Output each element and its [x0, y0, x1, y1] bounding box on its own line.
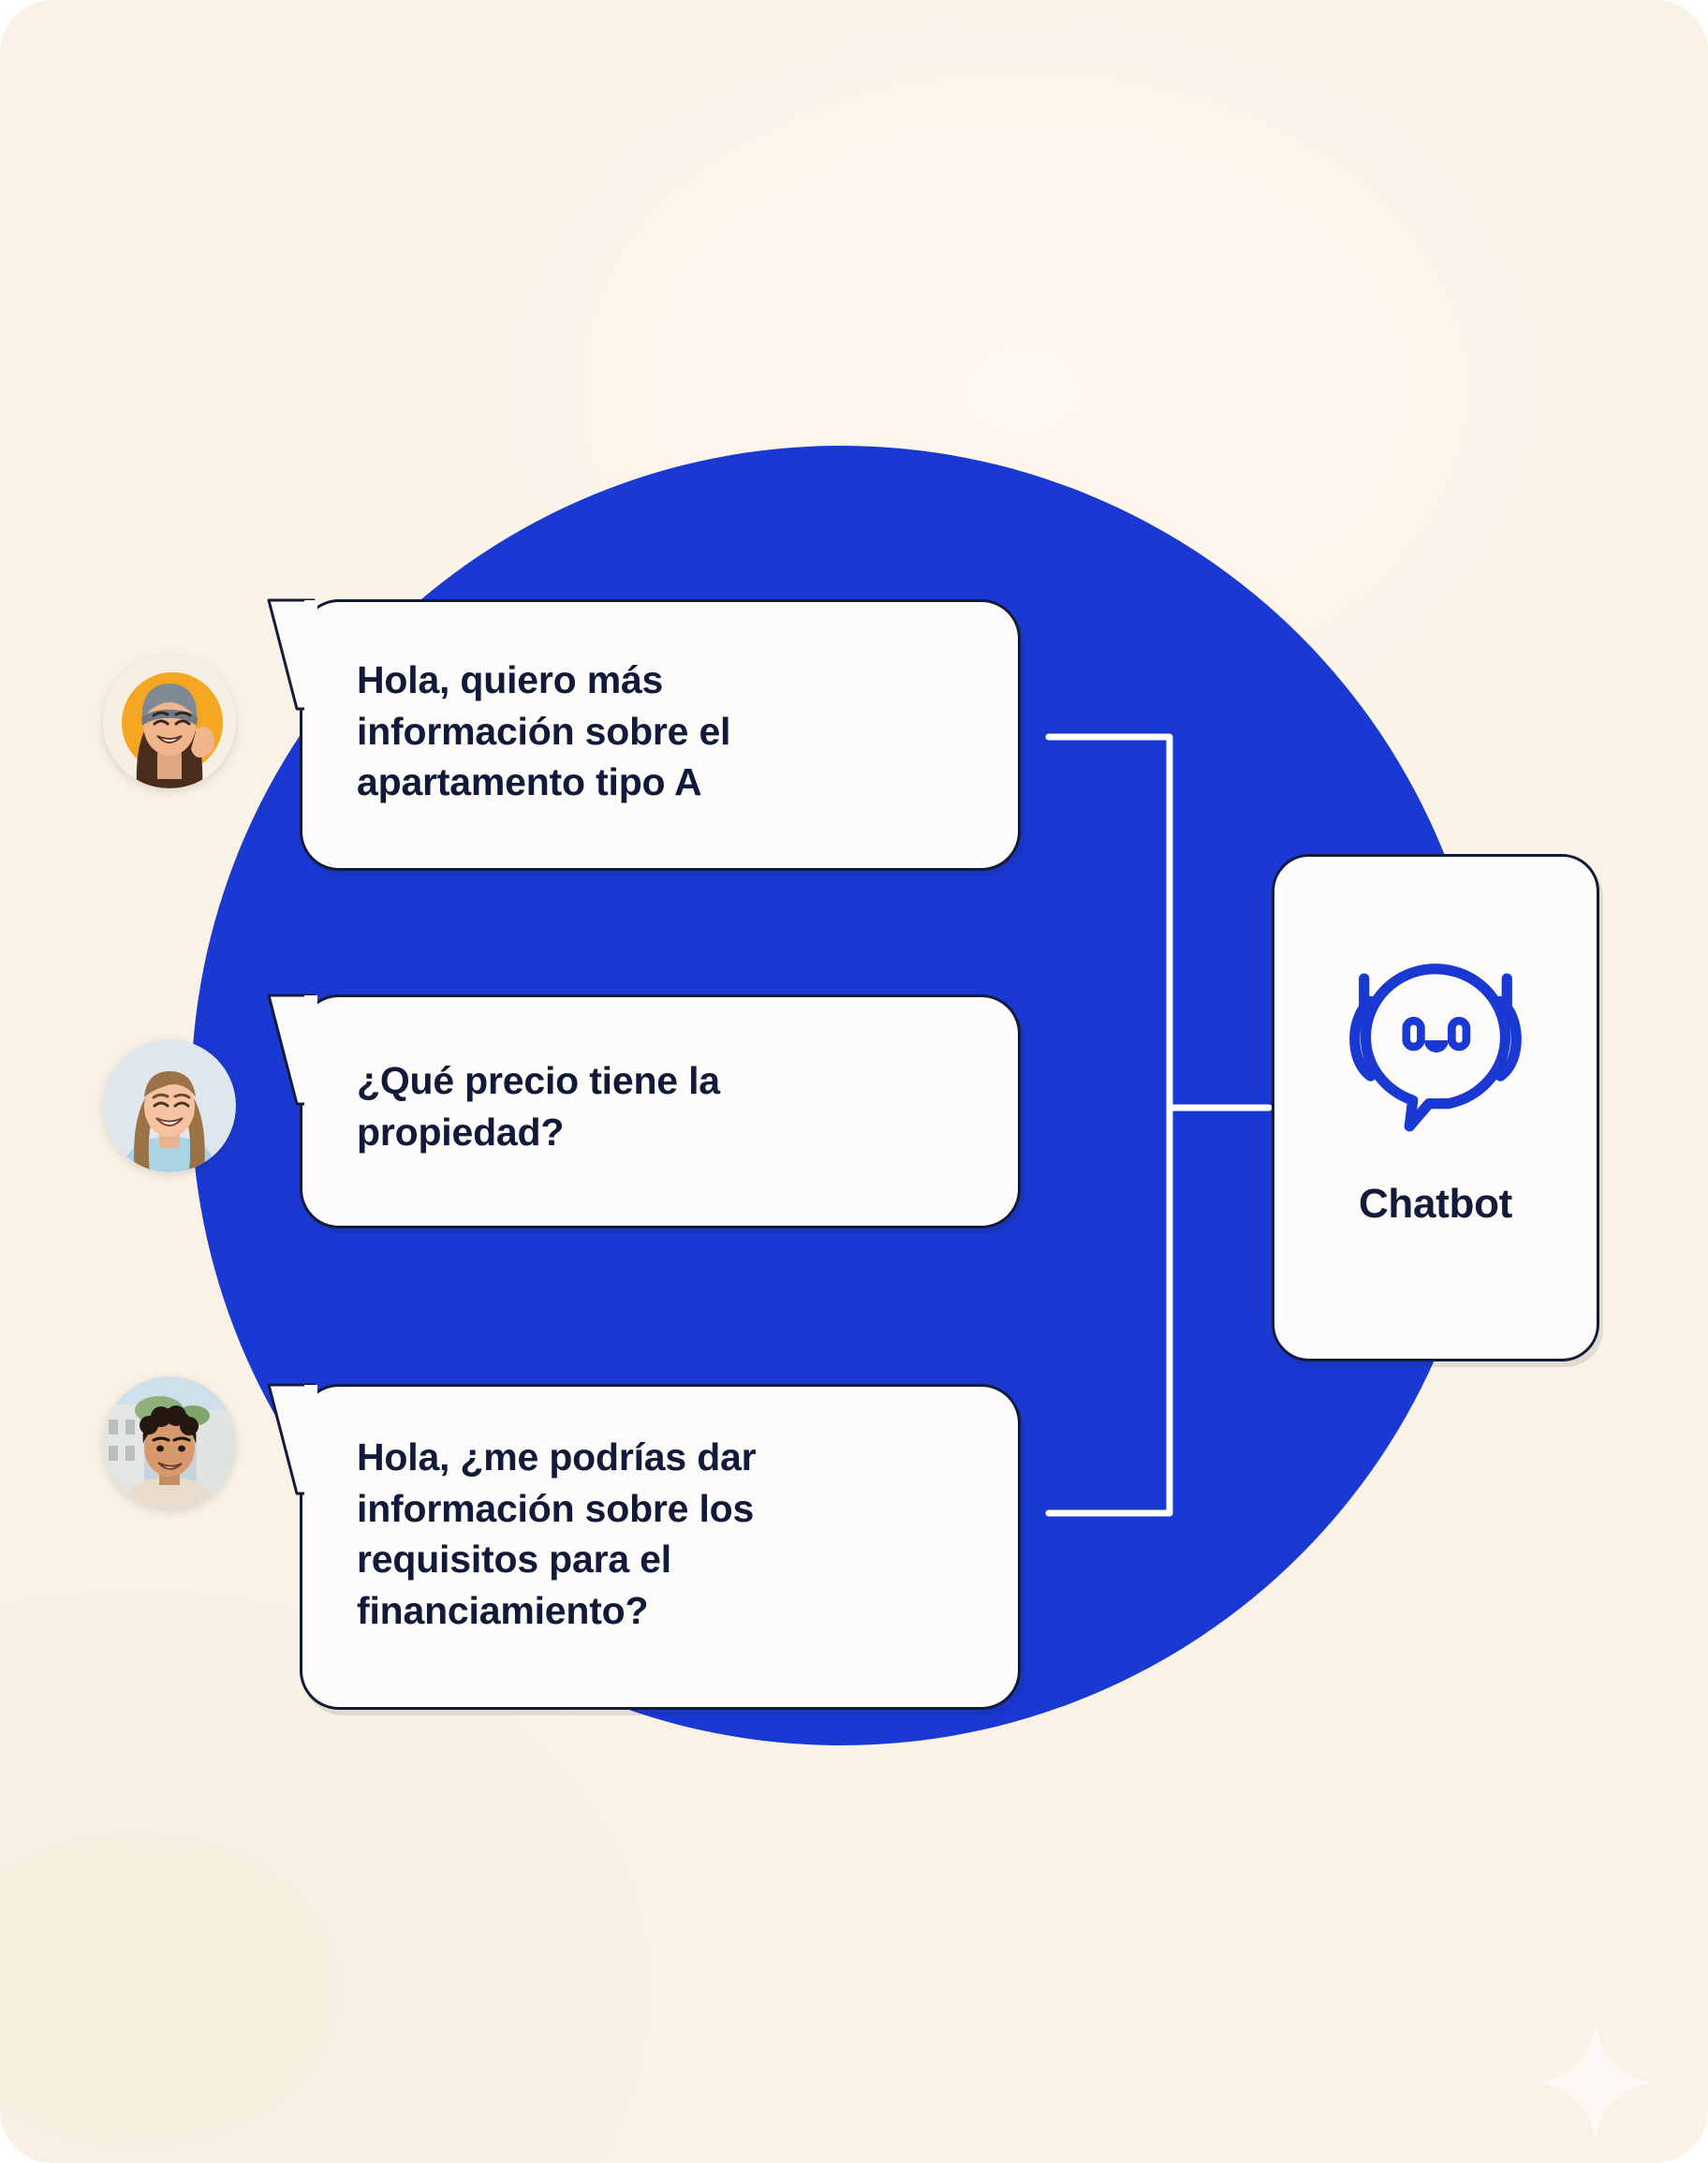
- chatbot-card[interactable]: Chatbot: [1272, 854, 1599, 1361]
- sparkle-icon: [1536, 2023, 1656, 2142]
- bubble-tail: [267, 993, 317, 1106]
- chat-bubble-text: Hola, ¿me podrías dar información sobre …: [357, 1435, 757, 1632]
- bubble-tail: [267, 598, 317, 711]
- avatar-image-user-1: [103, 655, 236, 788]
- chat-bubble[interactable]: Hola, quiero más información sobre el ap…: [267, 598, 1021, 871]
- avatar-image-user-3: [103, 1376, 236, 1509]
- chat-bubble-text: ¿Qué precio tiene la propiedad?: [357, 1059, 720, 1154]
- chatbot-label: Chatbot: [1358, 1181, 1513, 1227]
- chat-bubble[interactable]: ¿Qué precio tiene la propiedad?: [267, 993, 1021, 1229]
- avatar: [103, 655, 236, 788]
- chat-bubble-text: Hola, quiero más información sobre el ap…: [357, 658, 731, 804]
- bubble-tail: [267, 1383, 317, 1495]
- avatar: [103, 1039, 236, 1172]
- avatar-image-user-2: [103, 1039, 236, 1172]
- chatbot-face-icon: [1349, 964, 1522, 1132]
- avatar: [103, 1376, 236, 1509]
- chat-bubble[interactable]: Hola, ¿me podrías dar información sobre …: [267, 1383, 1021, 1710]
